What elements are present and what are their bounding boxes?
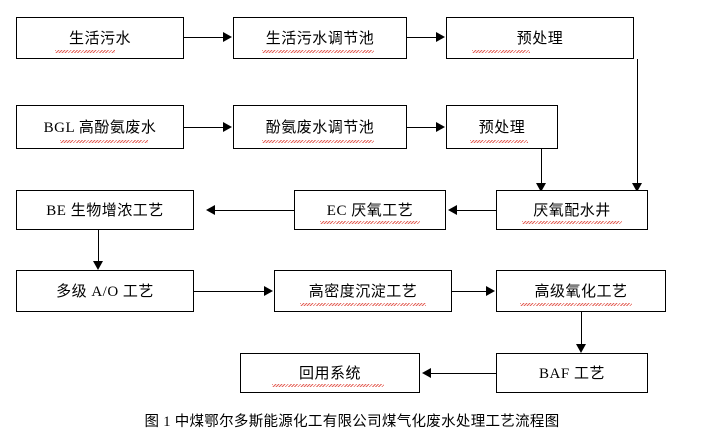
node-label: 回用系统 xyxy=(298,366,361,382)
edge-n8-n7 xyxy=(215,210,294,211)
node-reuse-system: 回用系统 xyxy=(240,353,420,393)
spellcheck-underline xyxy=(522,221,622,224)
node-label: 生活污水调节池 xyxy=(265,31,375,47)
spellcheck-underline xyxy=(262,50,374,53)
spellcheck-underline xyxy=(60,140,148,143)
edge-n7-n10-arrowhead xyxy=(93,261,103,270)
edge-n4-n5-arrowhead xyxy=(223,122,232,132)
edge-n6-n9 xyxy=(541,149,542,189)
edge-n7-n10 xyxy=(98,230,99,267)
spellcheck-underline xyxy=(300,303,426,306)
node-baf-process: BAF 工艺 xyxy=(496,353,648,393)
edge-n14-n13-arrowhead xyxy=(422,368,431,378)
node-multistage-ao-process: 多级 A/O 工艺 xyxy=(16,270,194,312)
edge-n5-n6 xyxy=(407,127,437,128)
edge-n12-n14-arrowhead xyxy=(576,344,586,353)
edge-n8-n7-arrowhead xyxy=(206,205,215,215)
spellcheck-underline xyxy=(55,50,115,53)
node-be-biological-enrichment-process: BE 生物增浓工艺 xyxy=(16,190,194,230)
edge-n1-n2-arrowhead xyxy=(223,32,232,42)
edge-n2-n3-arrowhead xyxy=(436,32,445,42)
edge-n10-n11-arrowhead xyxy=(264,286,273,296)
spellcheck-underline xyxy=(272,384,384,387)
node-ec-anaerobic-process: EC 厌氧工艺 xyxy=(294,190,446,230)
figure-caption: 图 1 中煤鄂尔多斯能源化工有限公司煤气化废水处理工艺流程图 xyxy=(144,414,560,430)
node-anaerobic-distribution-well: 厌氧配水井 xyxy=(496,190,648,230)
edge-n2-n3 xyxy=(407,37,437,38)
node-label: 预处理 xyxy=(478,120,526,136)
edge-n3-n9 xyxy=(637,59,638,189)
spellcheck-underline xyxy=(470,140,528,143)
edge-n3-n9-arrowhead xyxy=(632,183,642,192)
node-label: EC 厌氧工艺 xyxy=(326,203,414,219)
spellcheck-underline xyxy=(320,221,420,224)
edge-n14-n13 xyxy=(431,373,496,374)
edge-n10-n11 xyxy=(194,291,265,292)
edge-n11-n12 xyxy=(452,291,487,292)
node-label: 高级氧化工艺 xyxy=(534,284,628,300)
edge-n5-n6-arrowhead xyxy=(436,122,445,132)
edge-n12-n14 xyxy=(581,312,582,350)
node-label: 高密度沉淀工艺 xyxy=(308,284,418,300)
edge-n9-n8 xyxy=(457,210,496,211)
spellcheck-underline xyxy=(262,140,374,143)
node-label: BGL 高酚氨废水 xyxy=(43,120,157,136)
node-label: 预处理 xyxy=(516,31,564,47)
edge-n4-n5 xyxy=(184,127,224,128)
edge-n1-n2 xyxy=(184,37,224,38)
node-label: BAF 工艺 xyxy=(539,366,605,382)
node-label: 酚氨废水调节池 xyxy=(265,120,375,136)
node-label: BE 生物增浓工艺 xyxy=(46,203,164,219)
spellcheck-underline xyxy=(472,50,530,53)
node-label: 厌氧配水井 xyxy=(533,203,611,219)
edge-n11-n12-arrowhead xyxy=(486,286,495,296)
spellcheck-underline xyxy=(520,303,632,306)
edge-n6-n9-arrowhead xyxy=(536,183,546,192)
edge-n9-n8-arrowhead xyxy=(448,205,457,215)
node-label: 生活污水 xyxy=(68,31,131,47)
node-label: 多级 A/O 工艺 xyxy=(56,284,154,300)
